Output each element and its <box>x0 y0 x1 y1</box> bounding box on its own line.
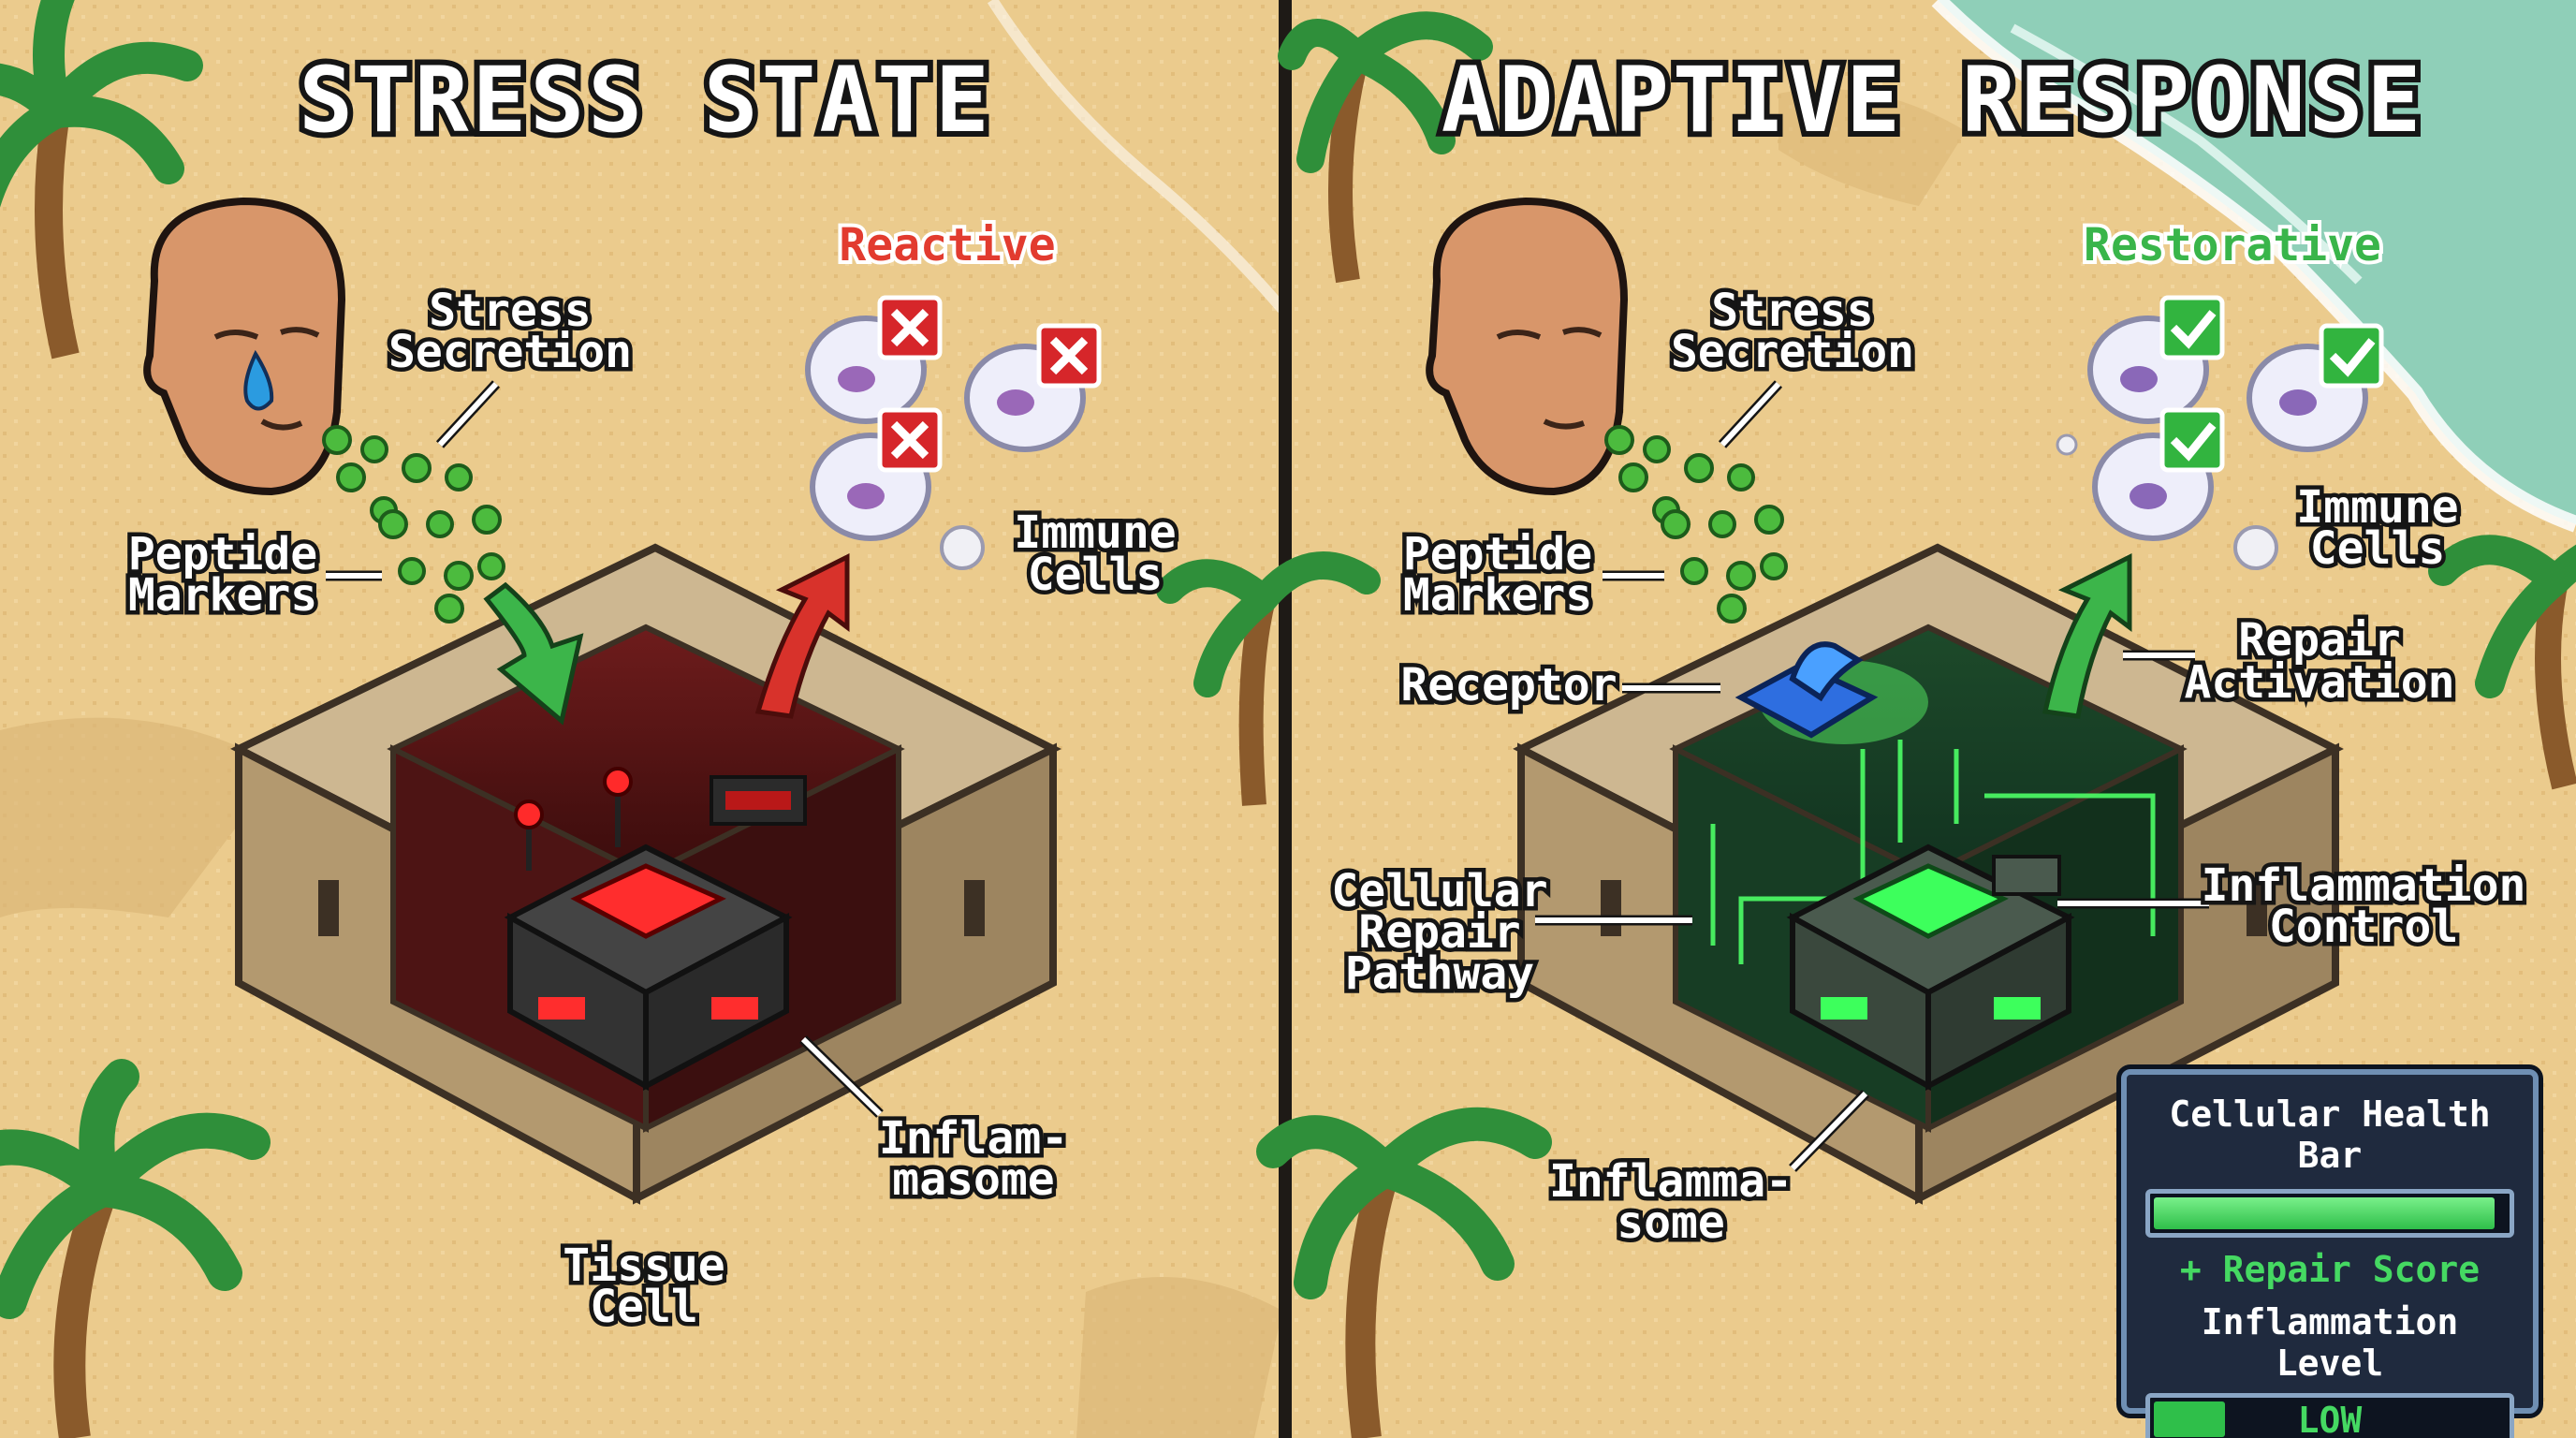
cellular-repair-pathway-label: Cellular <box>1331 865 1547 917</box>
inflammation-control-label: Inflammation <box>2202 859 2526 912</box>
stress-secretion-label: Secretion <box>388 326 632 378</box>
inflammasome-label: masome <box>892 1153 1054 1206</box>
stress-secretion-label: Stress <box>1711 285 1873 337</box>
x-mark-icon <box>877 295 943 360</box>
inflammasome-icon <box>1786 844 2075 1092</box>
peptide-markers-label: Peptide <box>1403 528 1592 580</box>
health-bar-fill <box>2154 1197 2496 1229</box>
inflammasome-label: Inflamma- <box>1549 1155 1793 1208</box>
inflammasome-label: Inflam- <box>879 1112 1068 1165</box>
immune-cells-label: Cells <box>1028 549 1164 601</box>
receptor-label: Receptor <box>1400 659 1617 712</box>
peptide-particles <box>1604 425 1788 624</box>
inflammation-level-fill <box>2154 1401 2226 1437</box>
receptor-icon <box>1734 641 1928 744</box>
health-bar-title: Cellular Health Bar <box>2169 1093 2491 1176</box>
inflammation-level-value: LOW <box>2297 1400 2363 1438</box>
peptide-markers-label: Markers <box>128 569 317 622</box>
panel-divider <box>1279 0 1292 1438</box>
arrow-icon <box>2042 552 2132 719</box>
immune-cell-icon <box>940 525 985 570</box>
check-mark-icon <box>2159 295 2225 360</box>
immune-cell-icon <box>2233 525 2278 570</box>
repair-activation-label: Activation <box>2185 656 2455 709</box>
peptide-markers-label: Markers <box>1403 569 1592 622</box>
arrow-icon <box>754 552 850 719</box>
inflammasome-label: some <box>1617 1196 1725 1249</box>
inflammation-level-title: Inflammation Level <box>2201 1301 2459 1384</box>
immune-cells-label: Immune <box>1014 506 1176 559</box>
inflammation-control-label: Control <box>2269 901 2458 953</box>
check-mark-icon <box>2159 407 2225 473</box>
palm-tree-icon <box>1256 1107 1552 1438</box>
palm-tree-icon <box>0 0 203 360</box>
left-state-label: Reactive <box>839 219 1055 271</box>
inflammation-level-bar: LOW <box>2145 1393 2514 1438</box>
immune-cells-label: Immune <box>2296 481 2458 534</box>
peptide-markers-label: Peptide <box>128 528 317 580</box>
repair-activation-label: Repair <box>2238 614 2400 667</box>
right-title: ADAPTIVE RESPONSE <box>1442 48 2425 153</box>
status-hud-panel: Cellular Health Bar + Repair Score Infla… <box>2121 1069 2539 1438</box>
repair-score: + Repair Score <box>2179 1249 2481 1290</box>
inflammasome-icon <box>504 767 807 1092</box>
stress-secretion-label: Secretion <box>1671 326 1914 378</box>
x-mark-icon <box>877 407 943 473</box>
peptide-particles <box>322 425 505 624</box>
left-title: STRESS STATE <box>299 48 993 153</box>
immune-cells-label: Cells <box>2310 522 2446 575</box>
stress-secretion-label: Stress <box>429 285 591 337</box>
tissue-cell-label: Tissue <box>563 1240 724 1292</box>
right-state-label: Restorative <box>2084 219 2381 271</box>
check-mark-icon <box>2319 323 2384 389</box>
palm-tree-icon <box>1156 551 1381 806</box>
immune-cell-icon <box>2056 433 2078 456</box>
cellular-repair-pathway-label: Repair <box>1358 906 1520 959</box>
palm-tree-icon <box>1278 11 1493 284</box>
tissue-cell-label: Cell <box>590 1281 698 1333</box>
cellular-repair-pathway-label: Pathway <box>1345 947 1534 1000</box>
palm-tree-icon <box>2428 535 2576 790</box>
palm-tree-icon <box>0 1059 271 1438</box>
tear-icon <box>243 349 274 411</box>
arrow-icon <box>483 581 584 726</box>
health-bar <box>2145 1189 2514 1238</box>
x-mark-icon <box>1036 323 1102 389</box>
